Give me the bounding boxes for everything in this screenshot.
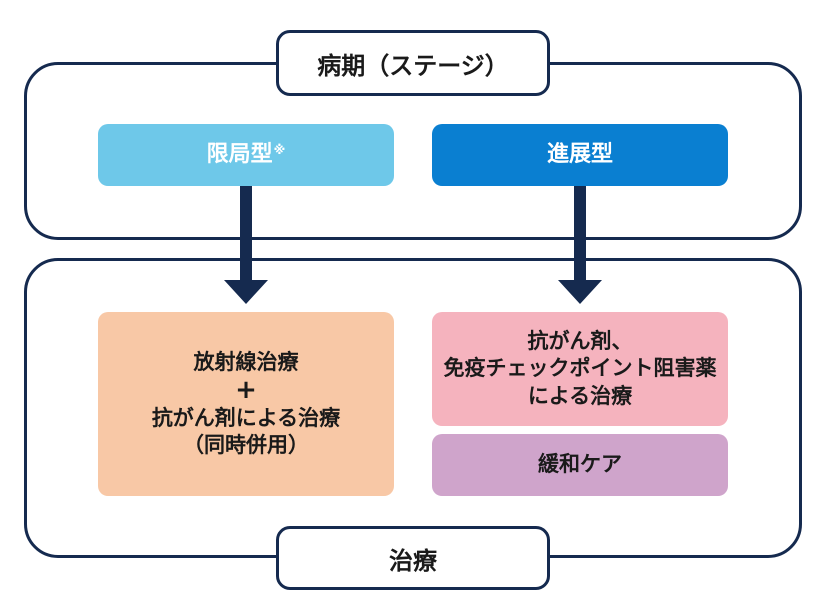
limited-treatment-line: （同時併用） xyxy=(183,432,309,457)
arrow-down-icon xyxy=(224,280,268,304)
arrow-limited-shaft xyxy=(240,186,252,282)
limited-treatment-box: 放射線治療 + 抗がん剤による治療 （同時併用） xyxy=(98,312,394,496)
palliative-care-label: 緩和ケア xyxy=(538,452,622,477)
stage-title-text: 病期（ステージ） xyxy=(317,51,509,80)
limited-treatment-line: 抗がん剤による治療 xyxy=(151,405,341,430)
extensive-stage-label: 進展型 xyxy=(546,141,613,167)
limited-stage-note-mark: ※ xyxy=(273,143,286,158)
arrow-extensive-shaft xyxy=(574,186,586,282)
extensive-treatment-line: 免疫チェックポイント阻害薬 xyxy=(443,356,717,381)
limited-stage-label: 限局型 xyxy=(206,141,273,167)
palliative-care-box: 緩和ケア xyxy=(432,434,728,496)
arrow-down-icon xyxy=(558,280,602,304)
stage-title: 病期（ステージ） xyxy=(276,30,550,96)
limited-stage-box: 限局型※ xyxy=(98,124,394,186)
plus-sign: + xyxy=(235,375,257,406)
limited-treatment-line: 放射線治療 xyxy=(193,349,299,374)
extensive-treatment-box: 抗がん剤、 免疫チェックポイント阻害薬 による治療 xyxy=(432,312,728,426)
treatment-title-text: 治療 xyxy=(389,546,437,575)
extensive-stage-box: 進展型 xyxy=(432,124,728,186)
extensive-treatment-line: 抗がん剤、 xyxy=(527,329,633,354)
extensive-treatment-line: による治療 xyxy=(527,383,633,408)
treatment-title: 治療 xyxy=(276,526,550,590)
